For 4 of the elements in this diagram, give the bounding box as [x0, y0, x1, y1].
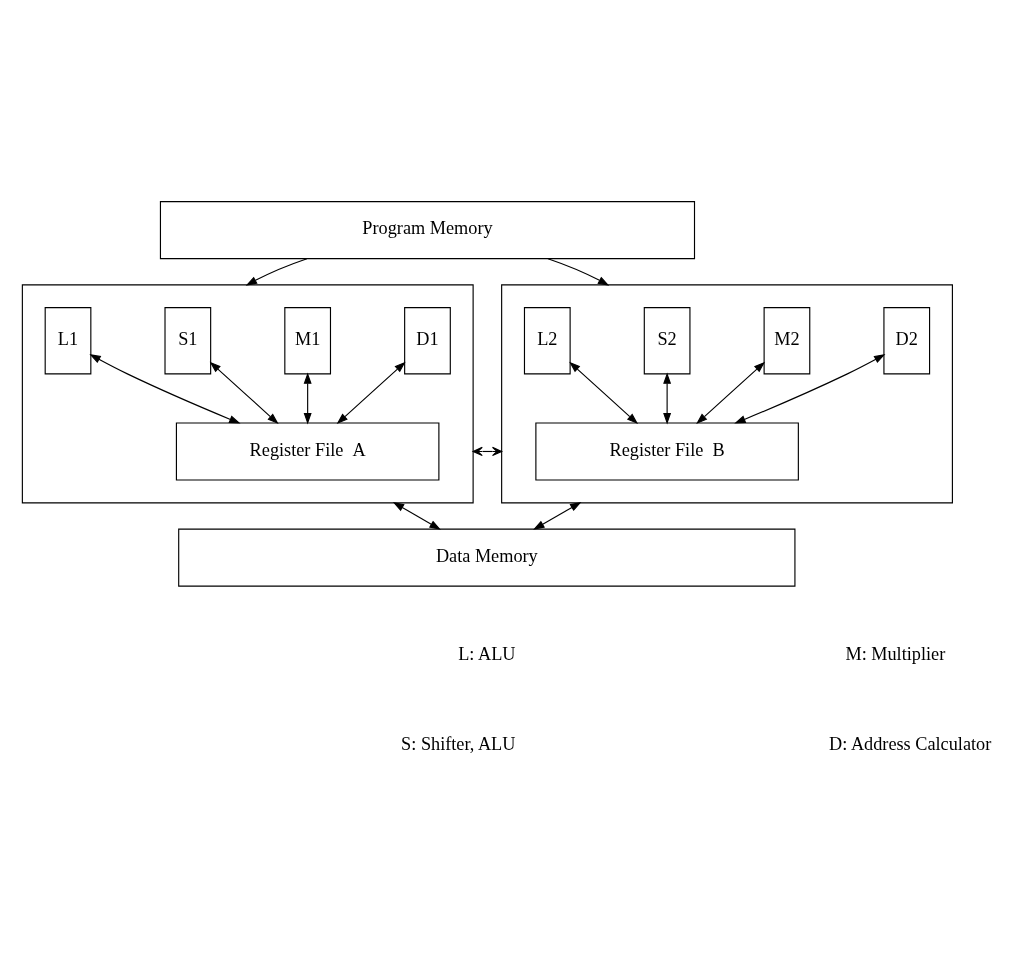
label: D: Address Calculator [829, 733, 992, 754]
label: S: Shifter, ALU [401, 733, 516, 754]
label: L: ALU [458, 643, 516, 664]
label: M: Multiplier [845, 643, 946, 664]
